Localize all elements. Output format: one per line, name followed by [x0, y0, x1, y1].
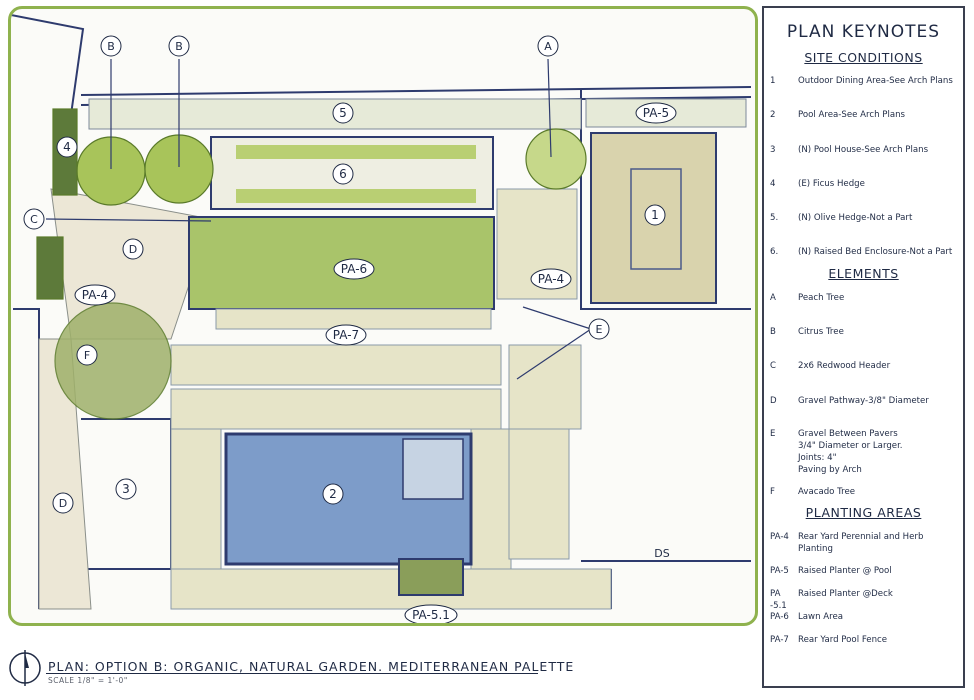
tag-c: C — [30, 213, 38, 226]
label-pa6: PA-6 — [341, 262, 367, 276]
title-underline — [46, 673, 538, 674]
scale-note: SCALE 1/8" = 1'-0" — [48, 676, 128, 685]
label-pa7: PA-7 — [333, 328, 359, 342]
tag-e: E — [596, 323, 603, 336]
label-pa5: PA-5 — [643, 106, 669, 120]
label-pa51: PA-5.1 — [412, 608, 450, 622]
label-n5: 5 — [339, 106, 347, 120]
tag-b1: B — [107, 40, 115, 53]
north-arrow-icon — [9, 650, 41, 686]
ds-label: DS — [654, 547, 669, 560]
label-n1: 1 — [651, 208, 659, 222]
paver-grid — [170, 188, 612, 610]
tag-d2: D — [59, 497, 67, 510]
label-n2: 2 — [329, 487, 337, 501]
label-n3: 3 — [122, 482, 130, 496]
elements-heading: ELEMENTS — [828, 266, 899, 281]
ficus-hedge-2 — [36, 236, 64, 300]
title-block: PLAN: OPTION B: ORGANIC, NATURAL GARDEN.… — [8, 646, 708, 692]
peach-tree — [525, 128, 587, 190]
site-plan-frame: PA-6 PA-7 PA-5 PA-4 PA-4 PA-5.1 1 2 3 4 … — [8, 6, 758, 626]
keynotes-title: PLAN KEYNOTES — [786, 22, 941, 42]
site-conditions-heading: SITE CONDITIONS — [804, 50, 923, 65]
planting-areas-heading: PLANTING AREAS — [805, 505, 922, 520]
trees — [36, 108, 587, 420]
avacado-tree — [54, 302, 172, 420]
leader-lines — [45, 58, 592, 380]
tag-b2: B — [175, 40, 183, 53]
tag-f: F — [84, 349, 90, 362]
plan-title: PLAN: OPTION B: ORGANIC, NATURAL GARDEN.… — [48, 659, 575, 674]
label-pa4-right: PA-4 — [538, 272, 564, 286]
label-pa4-left: PA-4 — [82, 288, 108, 302]
label-n6: 6 — [339, 167, 347, 181]
tag-a: A — [544, 40, 552, 53]
pool — [224, 432, 473, 596]
label-n4: 4 — [63, 140, 71, 154]
site-plan-drawing: PA-6 PA-7 PA-5 PA-4 PA-4 PA-5.1 1 2 3 4 … — [11, 14, 752, 623]
tag-d1: D — [129, 243, 137, 256]
plan-labels: PA-6 PA-7 PA-5 PA-4 PA-4 PA-5.1 1 2 3 4 … — [23, 35, 677, 623]
